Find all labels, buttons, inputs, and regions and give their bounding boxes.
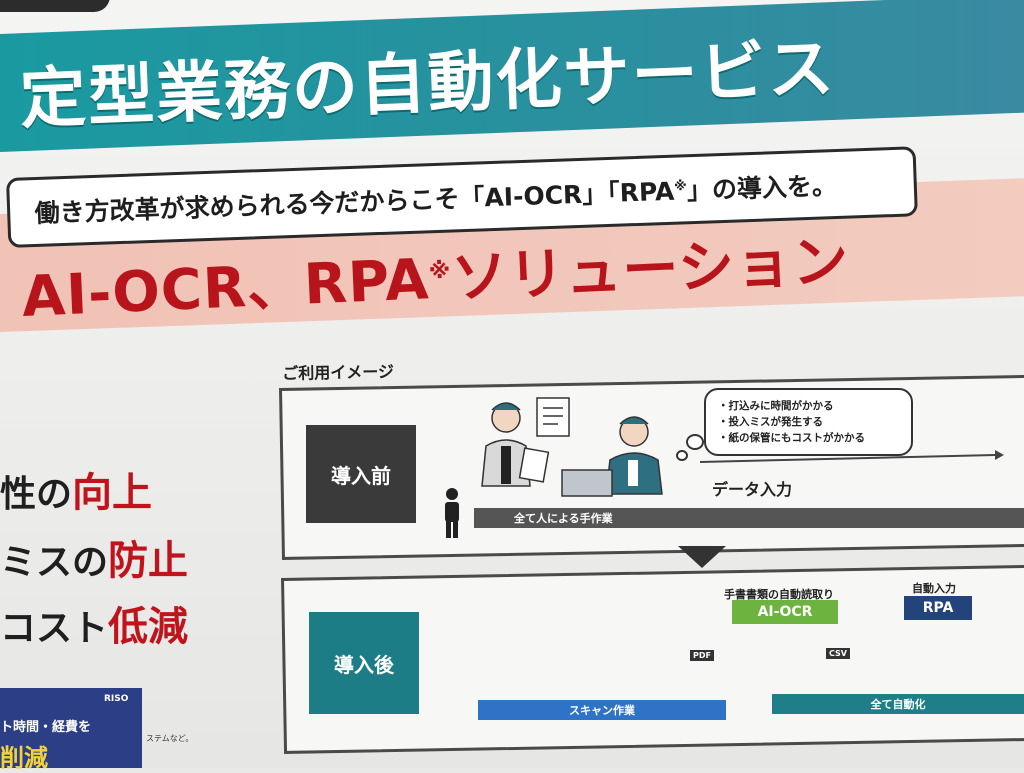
thought-bubble: ・打込みに時間がかかる ・投入ミスが発生する ・紙の保管にもコストがかかる bbox=[704, 388, 913, 456]
side-note: ステムなど。 bbox=[146, 734, 194, 743]
document-icon bbox=[536, 397, 570, 437]
data-entry-label: データ入力 bbox=[712, 480, 793, 499]
benefit-item: ミスの防止 bbox=[0, 538, 189, 584]
arrow-head-icon bbox=[995, 450, 1004, 460]
worker-illustration bbox=[481, 402, 550, 487]
pdf-tag: PDF bbox=[690, 650, 714, 661]
thought-line: ・紙の保管にもコストがかかる bbox=[718, 432, 865, 444]
manual-work-bar: 全て人による手作業 bbox=[474, 508, 1024, 528]
corner-tab bbox=[0, 0, 110, 12]
ai-ocr-box: AI-OCR bbox=[732, 600, 838, 624]
thought-dot bbox=[676, 450, 688, 461]
csv-tag: CSV bbox=[826, 648, 850, 659]
bottom-left-panel bbox=[0, 688, 142, 768]
auto-read-label: 手書書類の自動読取り bbox=[724, 588, 834, 601]
thought-line: ・打込みに時間がかかる bbox=[718, 400, 834, 412]
rpa-box: RPA bbox=[904, 596, 972, 620]
chevron-down-icon bbox=[678, 546, 726, 568]
scan-work-bar: スキャン作業 bbox=[478, 700, 726, 720]
thought-dot bbox=[686, 434, 704, 450]
thought-line: ・投入ミスが発生する bbox=[718, 416, 823, 428]
auto-input-label: 自動入力 bbox=[912, 582, 956, 595]
before-tag: 導入前 bbox=[306, 425, 416, 523]
panel-text-highlight: 削減 bbox=[0, 744, 48, 772]
full-automation-bar: 全て自動化 bbox=[772, 694, 1024, 714]
panel-text-line: ト時間・経費を bbox=[0, 720, 92, 735]
riso-logo: RISO bbox=[104, 694, 129, 704]
benefit-item: 性の向上 bbox=[0, 470, 153, 516]
laptop-worker-illustration bbox=[561, 416, 663, 497]
person-icon bbox=[445, 488, 459, 538]
benefit-item: コスト低減 bbox=[0, 604, 189, 650]
data-entry-arrow bbox=[699, 454, 996, 463]
after-tag: 導入後 bbox=[309, 612, 419, 714]
